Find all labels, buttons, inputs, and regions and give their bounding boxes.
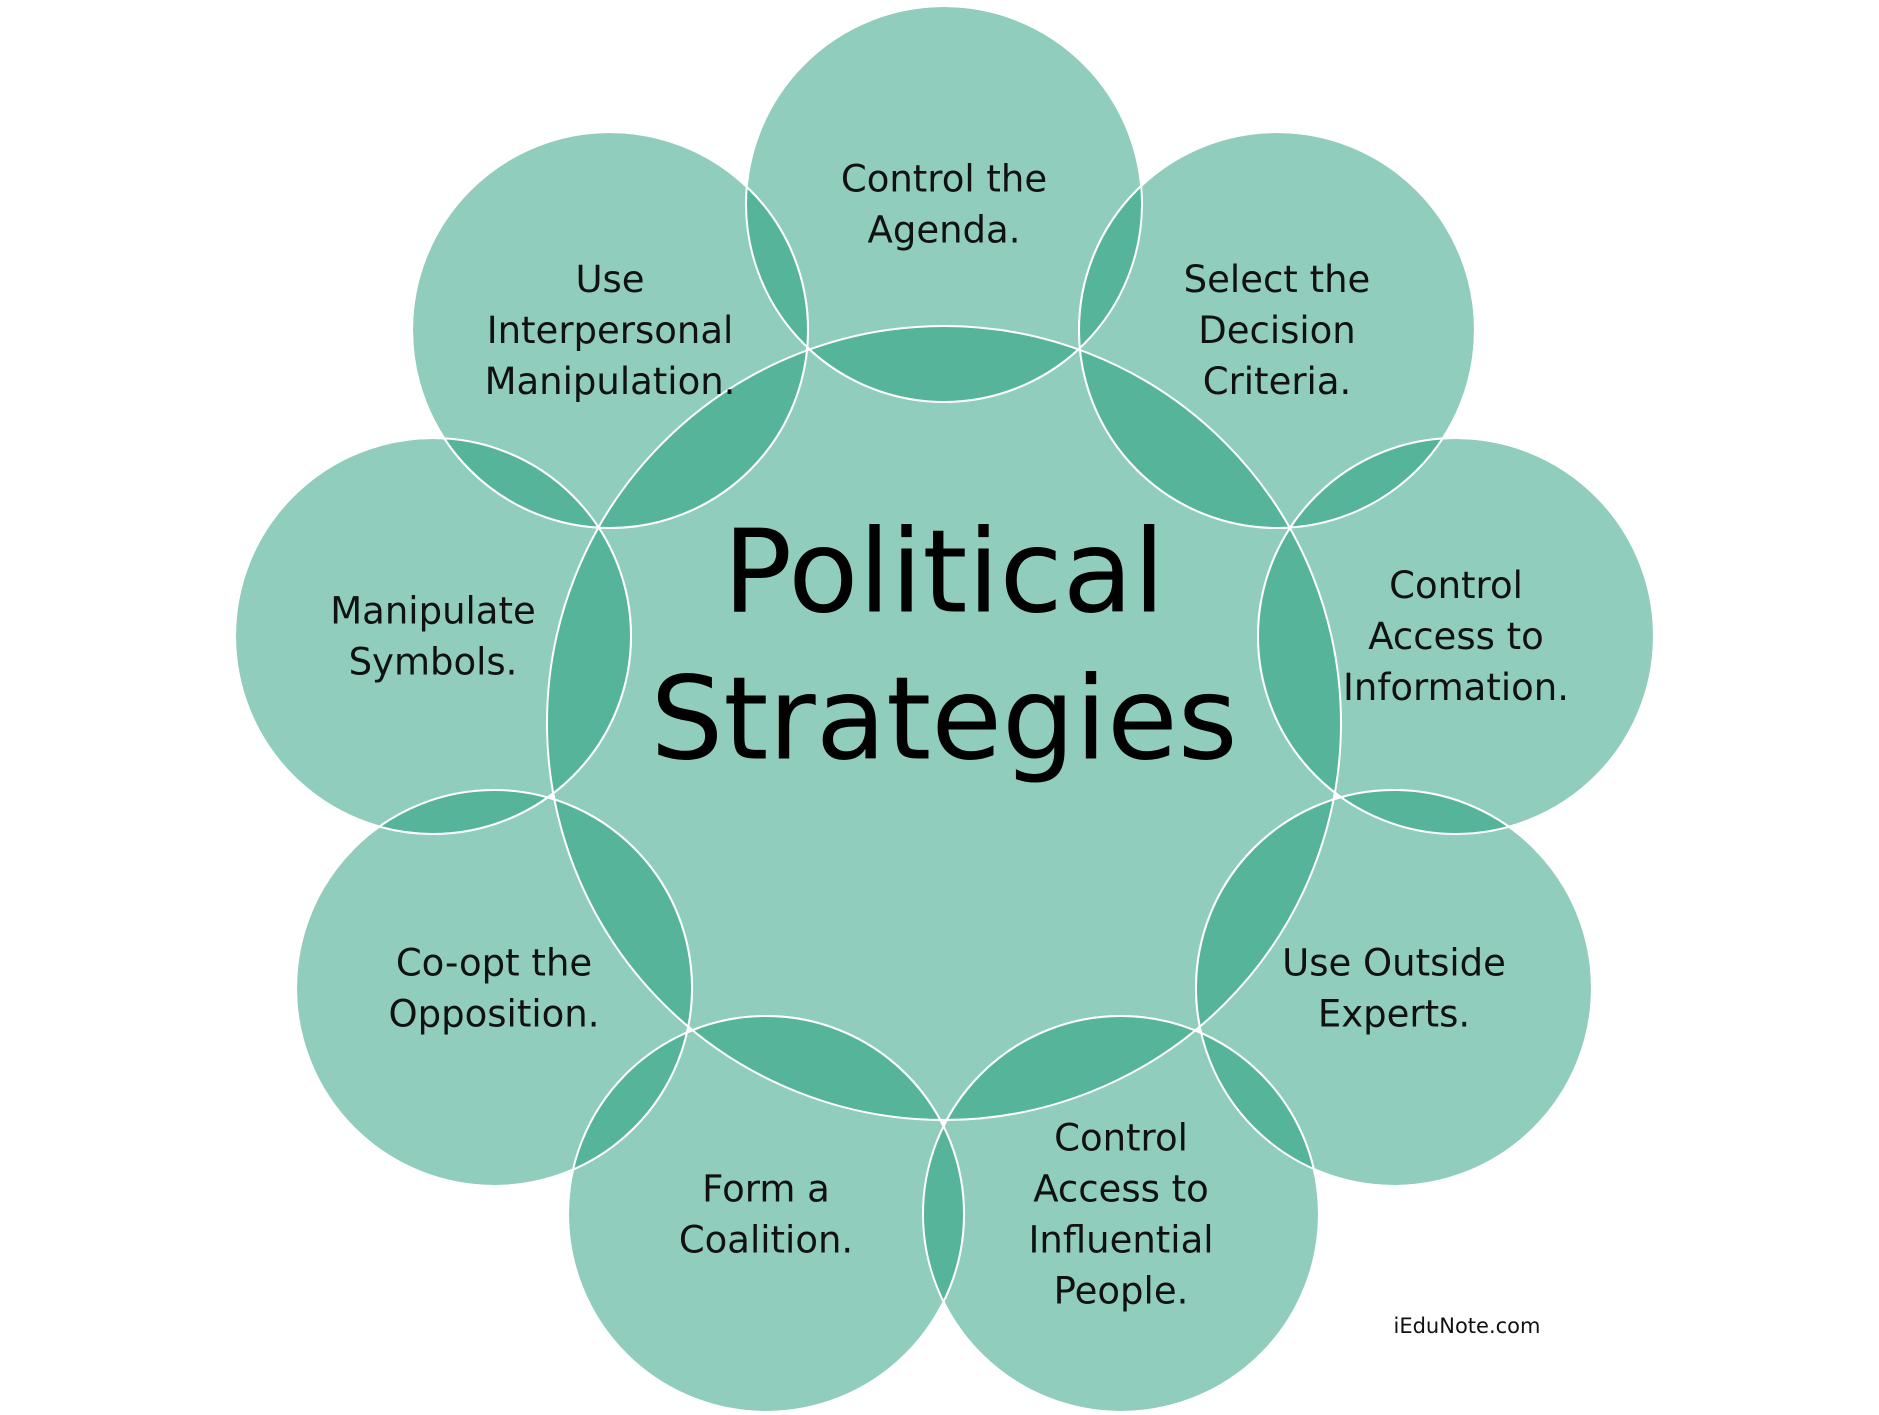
label-line: Experts. — [1318, 993, 1470, 1036]
label-line: Information. — [1343, 666, 1569, 709]
label-line: People. — [1054, 1270, 1189, 1313]
label-line: Access to — [1368, 615, 1544, 658]
outline-interpersonal — [411, 131, 809, 529]
center-outline — [546, 325, 1342, 1121]
outline-influential-people — [922, 1015, 1320, 1413]
outline-coopt-opposition — [295, 789, 693, 1187]
label-line: Control — [1054, 1117, 1188, 1160]
label-form-coalition: Form a Coalition. — [679, 1168, 853, 1262]
label-line: Manipulate — [330, 590, 536, 633]
outline-manipulate-symbols — [234, 437, 632, 835]
label-line: Control — [1389, 564, 1523, 607]
outline-control-information — [1257, 437, 1655, 835]
label-line: Manipulation. — [485, 360, 736, 403]
label-line: Opposition. — [389, 993, 600, 1036]
label-line: Co-opt the — [396, 942, 592, 985]
label-line: Use — [575, 258, 644, 301]
label-line: Decision — [1198, 309, 1356, 352]
watermark-text: iEduNote.com — [1394, 1314, 1541, 1338]
label-line: Access to — [1033, 1168, 1209, 1211]
label-line: Agenda. — [868, 209, 1021, 252]
label-line: Influential — [1028, 1219, 1213, 1262]
label-line: Criteria. — [1203, 360, 1352, 403]
label-line: Interpersonal — [487, 309, 734, 352]
label-line: Control the — [841, 158, 1047, 201]
outline-form-coalition — [567, 1015, 965, 1413]
outline-control-agenda — [745, 5, 1143, 403]
label-line: Coalition. — [679, 1219, 853, 1262]
center-title-line: Political — [723, 506, 1165, 640]
outline-select-criteria — [1078, 131, 1476, 529]
label-line: Use Outside — [1282, 942, 1506, 985]
outline-outside-experts — [1195, 789, 1593, 1187]
outlines-layer — [234, 5, 1655, 1413]
center-title-line: Strategies — [650, 653, 1237, 787]
label-line: Select the — [1184, 258, 1371, 301]
label-line: Form a — [702, 1168, 830, 1211]
label-line: Symbols. — [349, 641, 518, 684]
